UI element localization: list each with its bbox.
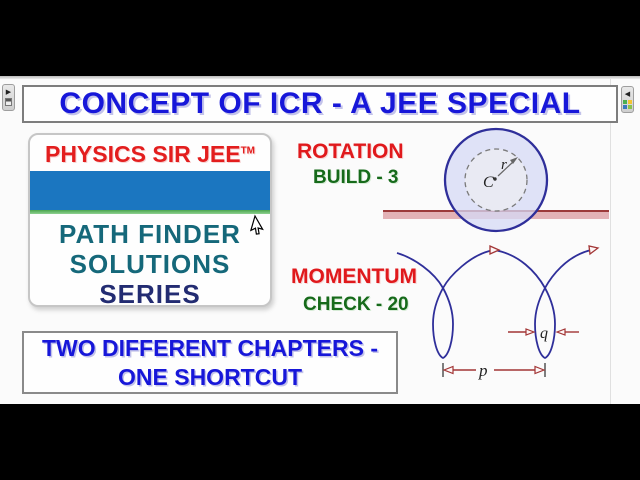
- content-top-edge: [0, 76, 640, 79]
- loop-width-label: q: [540, 325, 548, 342]
- wheel-diagram: C r: [383, 127, 609, 233]
- brand-line-2: SOLUTIONS: [69, 249, 231, 279]
- title-banner: CONCEPT OF ICR - A JEE SPECIAL: [22, 85, 618, 123]
- momentum-check-label: CHECK - 20: [303, 294, 409, 315]
- brand-tagline: PATH FINDER SOLUTIONS SERIES: [30, 219, 270, 307]
- rotation-build-label: BUILD - 3: [313, 167, 399, 188]
- radius-arrowhead: [510, 157, 518, 164]
- canvas-edge-line: [610, 79, 611, 404]
- ground-band: [383, 212, 609, 219]
- footer-banner: TWO DIFFERENT CHAPTERS - ONE SHORTCUT: [22, 331, 398, 394]
- color-palette-icon: [623, 99, 632, 109]
- right-panel-expand-button[interactable]: ◀: [621, 86, 634, 113]
- letterbox-top: [0, 0, 640, 76]
- wheel-center-dot: [493, 177, 497, 181]
- radius-arrow-line: [497, 160, 515, 177]
- q-left-arrowhead: [525, 328, 536, 336]
- cycloid-diagram: q p: [396, 244, 600, 380]
- trademark-mark: TM: [240, 145, 256, 157]
- curve-arrow-end: [588, 245, 600, 256]
- brand-name: PHYSICS SIR JEE: [44, 141, 241, 167]
- p-left-arrowhead: [442, 365, 454, 375]
- brand-green-underline: [30, 210, 270, 214]
- period-label: p: [478, 361, 488, 380]
- cycloid-curve: [396, 249, 592, 360]
- right-triangle-icon: ▶: [5, 89, 12, 96]
- letterbox-bottom: [0, 404, 640, 480]
- footer-line-1: TWO DIFFERENT CHAPTERS -: [41, 334, 379, 361]
- wheel-radius-label: r: [501, 157, 507, 173]
- page-thumbnail-icon: [5, 98, 12, 106]
- brand-line-3: SERIES: [99, 279, 201, 307]
- footer-line-2: ONE SHORTCUT: [118, 363, 302, 390]
- curve-arrow-mid: [489, 244, 501, 256]
- wheel-outer-circle: [443, 127, 549, 233]
- brand-line-1: PATH FINDER: [59, 219, 241, 249]
- q-right-arrowhead: [555, 328, 566, 336]
- p-right-arrowhead: [534, 365, 546, 375]
- wheel-center-label: C: [483, 174, 494, 191]
- left-triangle-icon: ◀: [624, 90, 631, 98]
- page-title: CONCEPT OF ICR - A JEE SPECIAL: [59, 87, 581, 120]
- momentum-topic-label: MOMENTUM: [291, 265, 417, 288]
- brand-heading: PHYSICS SIR JEETM: [30, 141, 270, 168]
- brand-card: PHYSICS SIR JEETM PATH FINDER SOLUTIONS …: [28, 133, 272, 307]
- rotation-topic-label: ROTATION: [297, 140, 404, 163]
- brand-blue-band: [30, 171, 270, 210]
- wheel-inner-circle: [464, 148, 528, 212]
- left-panel-expand-button[interactable]: ▶: [2, 84, 15, 111]
